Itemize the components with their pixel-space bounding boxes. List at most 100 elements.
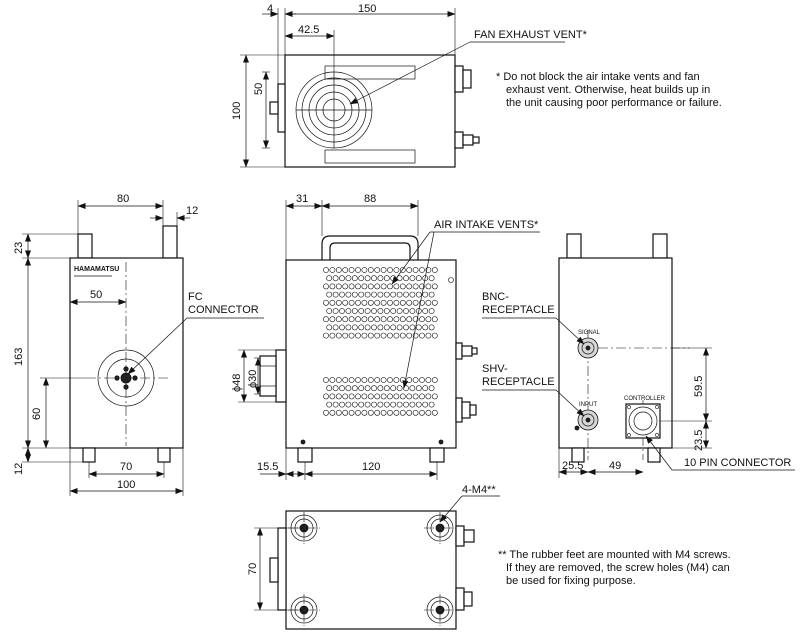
dim-right-left: 25.5 [562, 460, 583, 472]
vent-hole [383, 401, 390, 408]
vent-hole [351, 275, 358, 282]
vent-hole [377, 308, 384, 314]
vent-hole [399, 332, 406, 339]
vent-hole [339, 385, 345, 392]
vent-hole [342, 393, 349, 400]
vent-hole [348, 377, 355, 383]
label-ten-pin: 10 PIN CONNECTOR [684, 457, 791, 469]
vent-hole [345, 291, 352, 298]
vent-hole [345, 324, 352, 331]
vent-hole [377, 385, 384, 392]
vent-hole [390, 291, 397, 298]
brand-logo: HAMAMATSU [74, 266, 119, 273]
vent-hole [367, 299, 374, 306]
vent-hole [348, 393, 355, 400]
vent-hole [339, 275, 345, 282]
vent-hole [329, 299, 336, 306]
vent-hole [335, 316, 342, 323]
vent-hole [396, 385, 403, 392]
vent-hole [387, 409, 393, 416]
dim-right-spacing: 59.5 [693, 376, 705, 397]
bottom-view: 70 4-M4** ** The rubber feet are mounted… [247, 484, 731, 630]
vent-hole [335, 409, 342, 416]
vent-hole [355, 332, 361, 339]
vent-hole [399, 393, 406, 400]
dim-left-post: 12 [186, 205, 198, 217]
vent-hole [332, 291, 339, 298]
vent-hole [361, 316, 368, 323]
vent-hole [387, 377, 393, 383]
label-fc-1: FC [188, 291, 203, 303]
vent-hole [393, 332, 400, 339]
vent-hole [345, 308, 352, 314]
note1-line2: exhaust vent. Otherwise, heat builds up … [506, 84, 710, 96]
vent-hole [393, 393, 400, 400]
rear-view: SIGNAL INPUT CONTROLLER 59.5 23.5 25.5 [482, 233, 795, 478]
vent-hole [339, 401, 345, 408]
vent-hole [371, 275, 377, 282]
vent-hole [374, 267, 381, 273]
vent-hole [415, 385, 422, 392]
vent-hole [431, 299, 438, 306]
label-bnc-1: BNC- [482, 291, 509, 303]
vent-hole [361, 393, 368, 400]
top-view: 4 150 42.5 50 100 FAN EXHAUST VENT* * Do… [231, 3, 722, 168]
vent-hole [406, 393, 413, 400]
vent-hole [358, 401, 365, 408]
vent-hole [399, 409, 406, 416]
vent-hole [387, 267, 393, 273]
vent-hole [374, 316, 381, 323]
label-m4: 4-M4** [462, 484, 496, 496]
vent-hole [387, 332, 393, 339]
vent-hole [335, 283, 342, 290]
dim-front-dia-outer: ϕ48 [231, 374, 243, 392]
vent-hole [364, 291, 371, 298]
vent-hole [380, 409, 387, 416]
vent-hole [367, 393, 374, 400]
vent-hole [364, 324, 371, 331]
vent-hole [419, 332, 425, 339]
vent-hole [380, 267, 387, 273]
vent-hole [412, 267, 419, 273]
vent-hole [406, 409, 413, 416]
vent-hole [323, 409, 329, 416]
fan-exhaust-vent [295, 71, 373, 149]
vent-hole [355, 283, 361, 290]
vent-hole [332, 385, 339, 392]
vent-hole [387, 283, 393, 290]
vent-hole [371, 385, 377, 392]
dim-front-offset: 31 [296, 193, 308, 205]
vent-hole [409, 385, 416, 392]
vent-hole [323, 299, 329, 306]
top-right-connectors [454, 65, 480, 149]
vent-hole [339, 291, 345, 298]
vent-hole [351, 401, 358, 408]
vent-hole [403, 401, 409, 408]
vent-hole [323, 393, 329, 400]
vent-hole [342, 332, 349, 339]
vent-hole [371, 324, 377, 331]
vent-hole [387, 316, 393, 323]
vent-hole [383, 308, 390, 314]
vent-hole [361, 332, 368, 339]
label-shv-1: SHV- [482, 363, 508, 375]
vent-hole [323, 267, 329, 273]
vent-hole [412, 409, 419, 416]
vent-hole [371, 291, 377, 298]
vent-hole [393, 267, 400, 273]
vent-hole [419, 316, 425, 323]
vent-hole [323, 377, 329, 383]
label-fan-exhaust-vent: FAN EXHAUST VENT* [474, 29, 588, 41]
vent-hole [351, 385, 358, 392]
vent-hole [355, 316, 361, 323]
left-side-view: HAMAMATSU 80 12 23 163 12 [13, 193, 264, 496]
dim-front-left: 15.5 [257, 461, 278, 473]
vent-hole [351, 291, 358, 298]
vent-hole [419, 393, 425, 400]
vent-hole [345, 275, 352, 282]
vent-hole [323, 283, 329, 290]
vent-hole [342, 267, 349, 273]
vent-hole [399, 283, 406, 290]
vent-hole [396, 401, 403, 408]
vent-hole [393, 409, 400, 416]
